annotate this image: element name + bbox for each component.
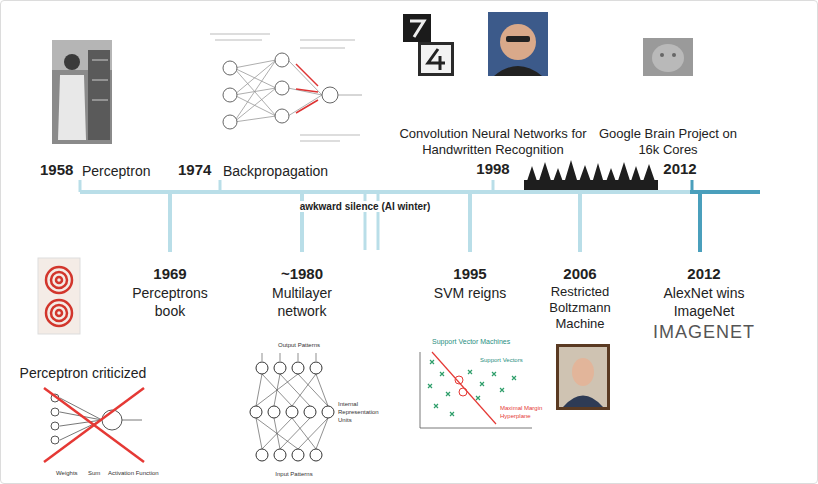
event-label: Convolution Neural Networks for Handwrit… bbox=[378, 126, 608, 158]
year-label: ~1980 bbox=[262, 265, 342, 283]
illustration-text: Output Patterns bbox=[259, 341, 339, 349]
illustration-text: Input Patterns bbox=[254, 470, 334, 478]
event-label: Backpropagation bbox=[223, 162, 363, 180]
year-label: 2006 bbox=[550, 265, 610, 283]
illustration-text: Support Vectors bbox=[480, 356, 540, 364]
label-patch: awkward silence (AI winter) bbox=[297, 201, 434, 212]
event-label: Google Brain Project on 16k Cores bbox=[588, 126, 748, 158]
illustration-text: Internal Representation Units bbox=[338, 400, 382, 424]
event-label: AlexNet wins ImageNet bbox=[649, 284, 759, 320]
year-label: 1995 bbox=[440, 265, 500, 283]
illustration-text: Maximal Margin Hyperplane bbox=[500, 404, 550, 420]
event-label: Perceptron bbox=[82, 162, 192, 180]
logo-text: IMAGENET bbox=[639, 321, 769, 343]
year-label: 2012 bbox=[674, 265, 734, 283]
year-label: 1998 bbox=[463, 160, 523, 178]
illustration-text: Sum bbox=[88, 469, 108, 477]
event-label: Multilayer network bbox=[257, 284, 347, 320]
event-label: Perceptron criticized bbox=[3, 364, 163, 382]
event-label: Restricted Boltzmann Machine bbox=[535, 284, 625, 332]
event-label: Perceptrons book bbox=[125, 284, 215, 320]
era-label: awkward silence (AI winter) bbox=[290, 200, 440, 213]
year-label: 2012 bbox=[650, 160, 710, 178]
year-label: 1969 bbox=[140, 265, 200, 283]
event-label: SVM reigns bbox=[415, 284, 525, 302]
illustration-text: Support Vector Machines bbox=[432, 337, 532, 346]
year-label: 1958 bbox=[40, 161, 80, 179]
illustration-text: Activation Function bbox=[108, 469, 168, 477]
illustration-text: Weights bbox=[56, 469, 86, 477]
year-label: 1974 bbox=[178, 161, 218, 179]
